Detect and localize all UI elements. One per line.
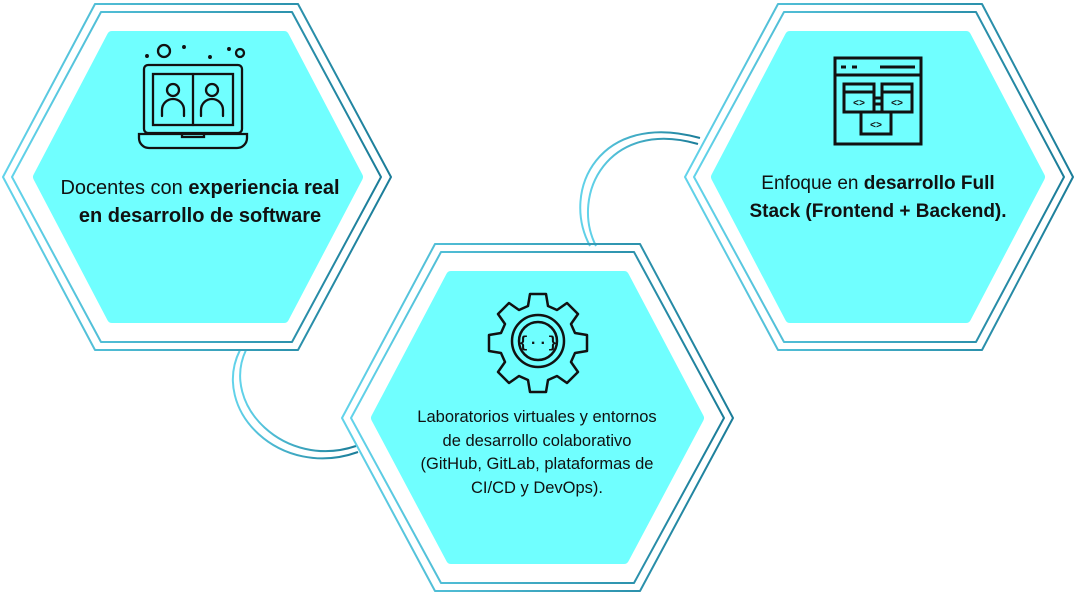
step-2-text: Laboratorios virtuales y entornos de des… — [412, 406, 662, 500]
step-1-text: Docentes con experiencia real en desarro… — [50, 174, 350, 230]
laptop-video-call-icon — [137, 43, 249, 150]
web-architecture-icon: <> <> <> — [833, 56, 923, 146]
svg-text:<>: <> — [853, 99, 865, 110]
connector-left-middle — [232, 349, 359, 460]
step-3-text-regular: Enfoque en — [761, 173, 864, 194]
connector-middle-right — [579, 131, 701, 247]
svg-text:<>: <> — [870, 121, 882, 132]
svg-text:{··}: {··} — [519, 334, 557, 352]
step-1-text-regular: Docentes con — [60, 177, 189, 199]
hexagon-step-2 — [341, 243, 734, 592]
svg-text:<>: <> — [891, 99, 903, 110]
step-2-text-regular: Laboratorios virtuales y entornos de des… — [417, 408, 657, 497]
step-3-text-bold: desarrollo Full Stack (Frontend + Backen… — [749, 173, 1007, 222]
hexagon-step-3 — [684, 3, 1074, 351]
hexagon-step-1 — [2, 3, 392, 351]
step-3-text: Enfoque en desarrollo Full Stack (Fronte… — [740, 170, 1016, 226]
gear-code-icon: {··} — [487, 292, 589, 394]
step-1-text-bold: experiencia real en desarrollo de softwa… — [78, 177, 340, 227]
